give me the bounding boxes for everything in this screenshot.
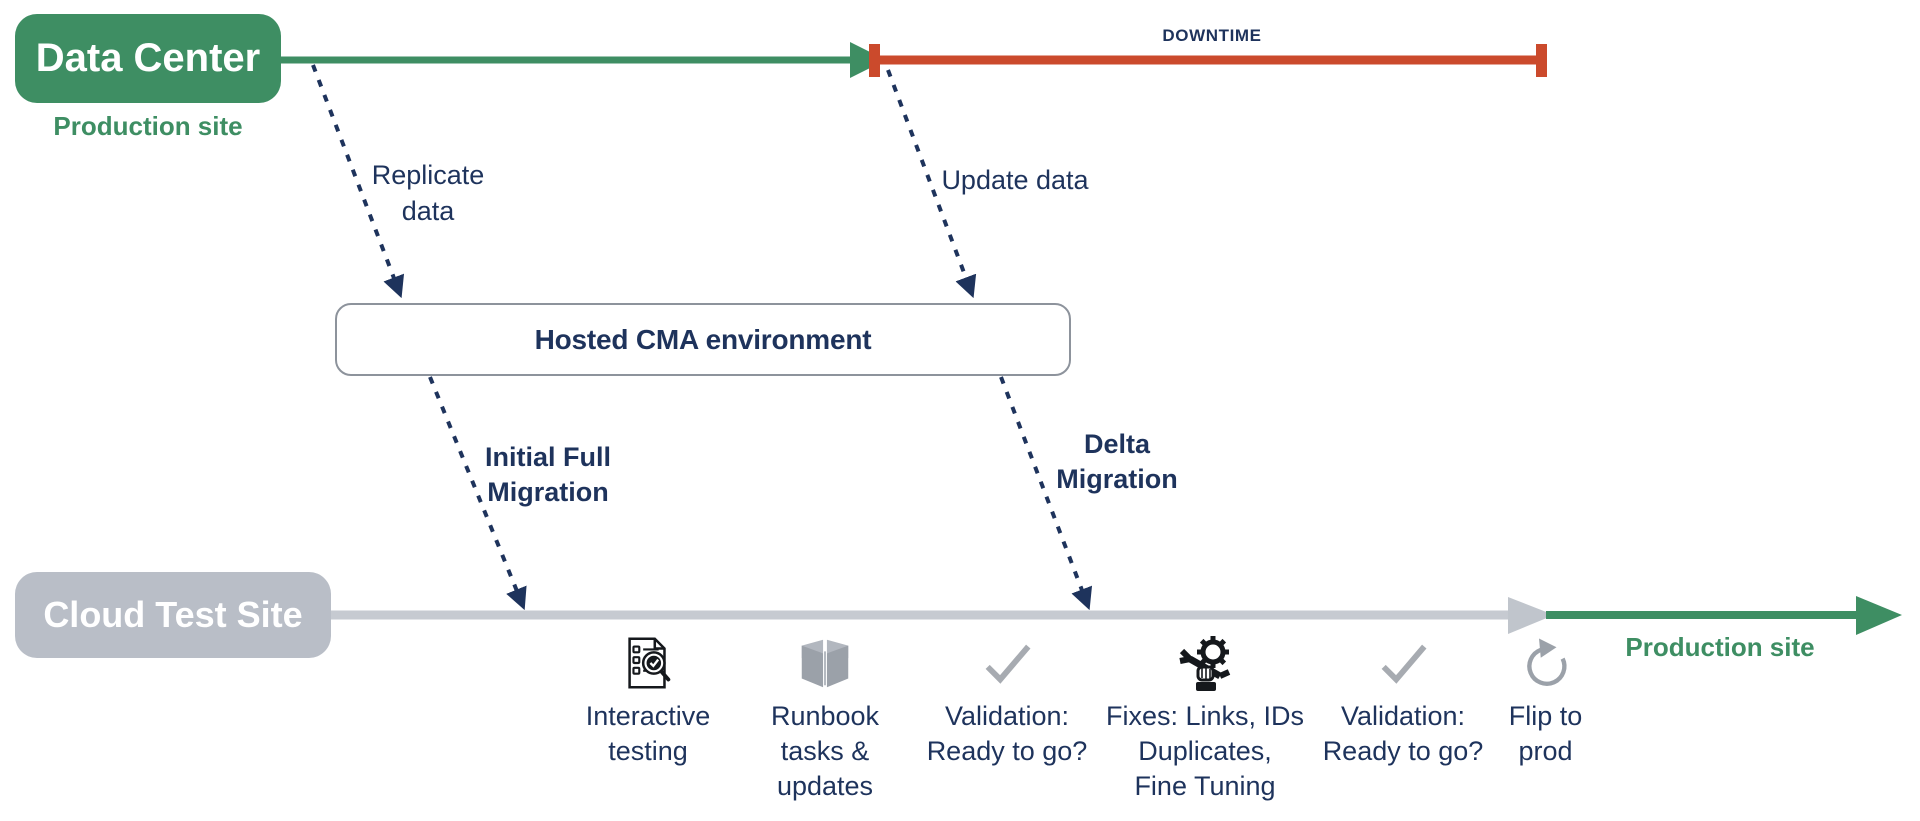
update-data-label: Update data [941,165,1089,195]
validation-check-icon [976,631,1038,695]
hosted-cma-label: Hosted CMA environment [534,323,872,355]
step-fixes: Fixes: Links, IDs Duplicates, Fine Tunin… [1085,631,1325,804]
hosted-cma-box: Hosted CMA environment [335,303,1071,376]
runbook-icon [794,631,856,695]
delta-migration-label: Delta Migration [1056,429,1178,494]
step-flip-to-prod: Flip to prod [1488,631,1603,769]
fixes-icon [1173,631,1237,695]
initial-full-migration-label: Initial Full Migration [485,442,611,507]
flip-to-prod-icon [1518,631,1574,695]
downtime-start-cap [869,44,880,77]
production-site-label-right: Production site [1625,632,1815,662]
step-runbook: Runbook tasks & updates [755,631,895,804]
datacenter-timeline-arrowhead [850,42,886,78]
downtime-label: DOWNTIME [1162,26,1262,45]
step-validation-1: Validation: Ready to go? [902,631,1112,769]
downtime-end-cap [1536,44,1547,77]
validation-check-icon [1372,631,1434,695]
data-center-label: Data Center [35,36,261,80]
step-label: Runbook tasks & updates [770,701,880,801]
step-label: Fixes: Links, IDs Duplicates, Fine Tunin… [1105,701,1305,801]
step-label: Flip to prod [1508,701,1583,766]
cloud-test-site-box: Cloud Test Site [15,572,331,658]
interactive-testing-icon [617,631,679,695]
step-validation-2: Validation: Ready to go? [1298,631,1508,769]
cloud-test-site-label: Cloud Test Site [43,594,303,635]
production-timeline-arrowhead [1856,596,1902,635]
step-label: Interactive testing [585,701,711,766]
data-center-box: Data Center [15,14,281,103]
cloud-timeline-arrowhead [1508,597,1554,634]
production-site-label-left: Production site [53,111,243,141]
replicate-data-label: Replicate data [371,160,485,226]
step-label: Validation: Ready to go? [1322,701,1484,766]
step-interactive-testing: Interactive testing [563,631,733,769]
step-label: Validation: Ready to go? [926,701,1088,766]
